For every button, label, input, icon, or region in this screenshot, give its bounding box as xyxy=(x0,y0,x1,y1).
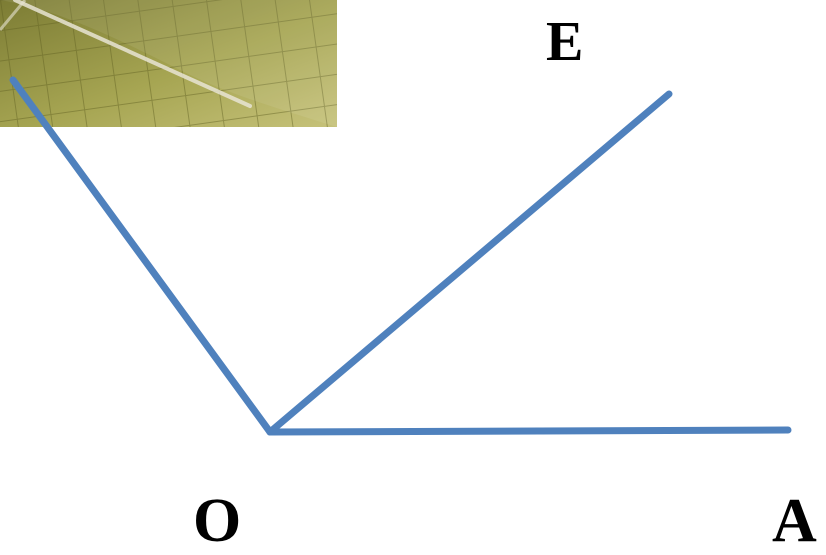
ray-left xyxy=(9,76,274,436)
texture-light-streak-small xyxy=(0,0,27,31)
ray-oe xyxy=(266,90,673,436)
decorative-texture-image xyxy=(0,0,337,127)
label-o: O xyxy=(193,487,242,555)
texture-light-streak xyxy=(13,0,252,108)
ray-oa xyxy=(266,426,792,436)
label-e: E xyxy=(546,11,584,73)
texture-grid xyxy=(0,0,337,127)
texture-highlight xyxy=(0,0,337,127)
label-a: A xyxy=(772,487,817,555)
